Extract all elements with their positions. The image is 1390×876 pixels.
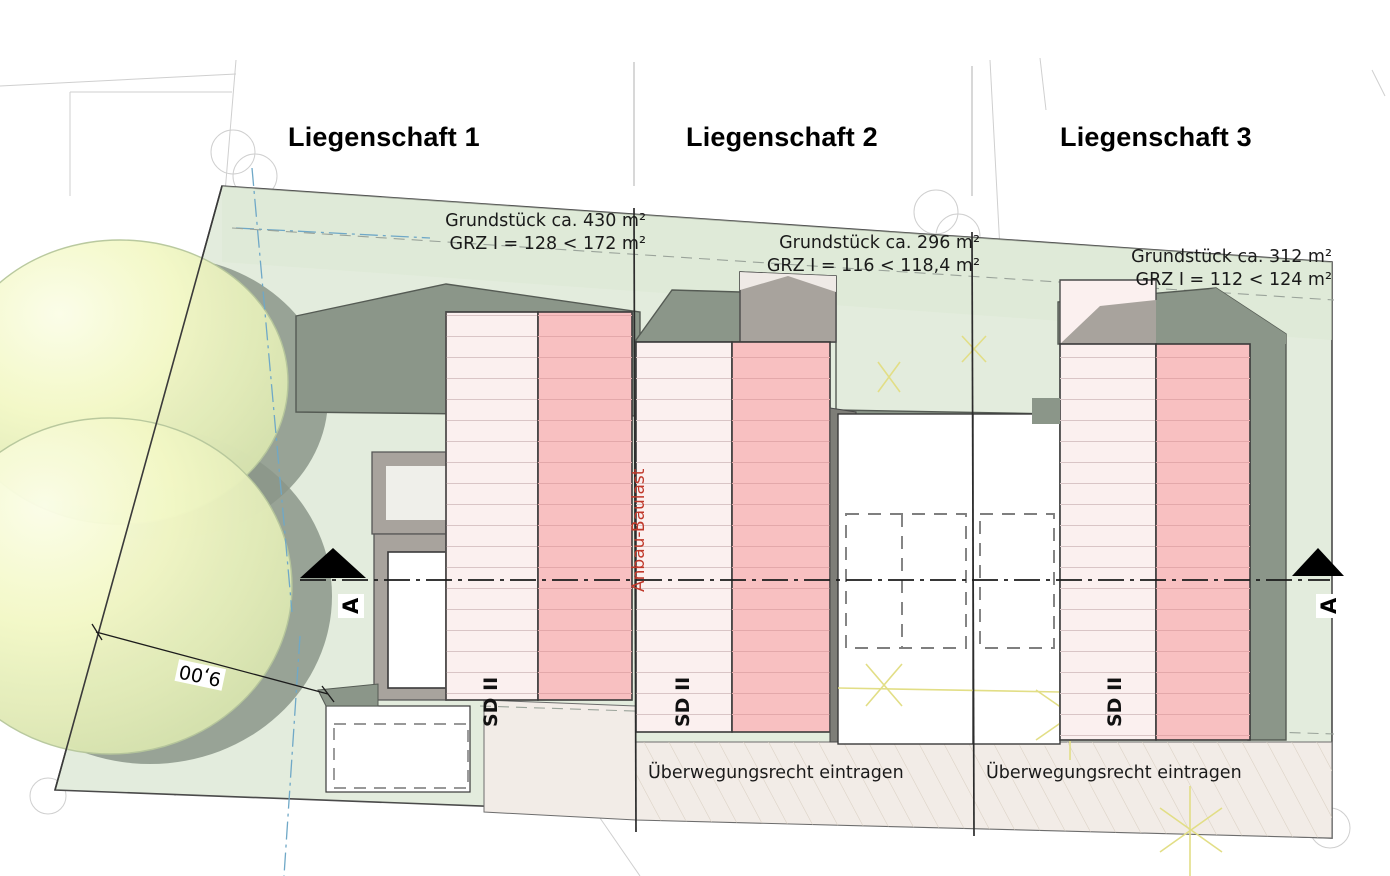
- plot-annotation-2: Grundstück ca. 296 m² GRZ I = 116 < 118,…: [766, 232, 980, 278]
- plot-2-grz: GRZ I = 116 < 118,4 m²: [766, 256, 980, 276]
- tree-canopies: [0, 239, 332, 764]
- plot-title-3: Liegenschaft 3: [1060, 122, 1252, 152]
- parcel-boundaries: [633, 207, 975, 837]
- courtyard-parking: [837, 335, 1223, 876]
- roof-label-sd-3: SD II: [1104, 676, 1126, 727]
- plot-1-grz: GRZ I = 128 < 172 m²: [449, 234, 646, 254]
- plot-1-area: Grundstück ca. 430 m²: [445, 211, 646, 231]
- footer-note-2: Überwegungsrecht eintragen: [986, 763, 1242, 783]
- plot-title-2: Liegenschaft 2: [686, 122, 878, 152]
- building-3: [1032, 279, 1287, 741]
- parcel-left-boundary: [54, 185, 223, 791]
- plot-2-area: Grundstück ca. 296 m²: [779, 233, 980, 253]
- footer-note-1: Überwegungsrecht eintragen: [648, 763, 904, 783]
- building-1: [295, 283, 641, 701]
- section-marker-label-right: A: [1316, 593, 1342, 618]
- parking-stall-dashed-1: [317, 683, 471, 793]
- plot-title-1: Liegenschaft 1: [288, 122, 480, 152]
- roof-label-sd-1: SD II: [480, 676, 502, 727]
- parcel-boundaries-upper: [633, 62, 973, 196]
- plot-annotation-1: Grundstück ca. 430 m² GRZ I = 128 < 172 …: [428, 210, 646, 256]
- plot-3-grz: GRZ I = 112 < 124 m²: [1135, 270, 1332, 290]
- section-marker-label-left: A: [338, 593, 364, 618]
- roof-label-sd-2: SD II: [672, 676, 694, 727]
- section-line-aa: [300, 548, 1344, 581]
- anbau-baulast-label: Anbau-Baulast: [629, 468, 649, 592]
- plot-3-area: Grundstück ca. 312 m²: [1131, 247, 1332, 267]
- dimension-9-00: [91, 623, 335, 703]
- utility-dashdot-line: [235, 167, 431, 876]
- building-2: [635, 271, 1059, 743]
- plot-annotation-3: Grundstück ca. 312 m² GRZ I = 112 < 124 …: [1126, 246, 1332, 292]
